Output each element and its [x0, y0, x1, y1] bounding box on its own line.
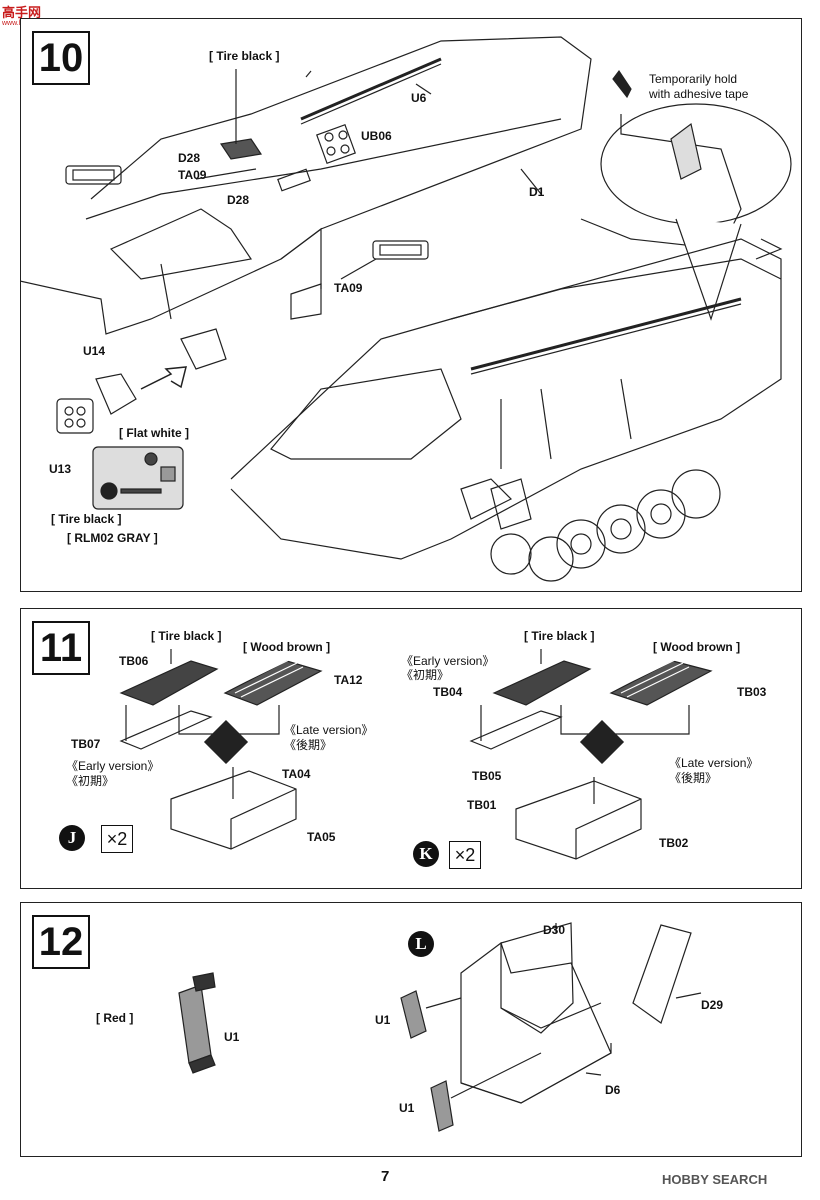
paint-callout: [ Tire black ] — [51, 512, 122, 526]
part-label: TB04 — [433, 685, 463, 699]
part-label: TB02 — [659, 836, 689, 850]
part-label: D28 — [178, 151, 201, 165]
version-label: 《Late version》 — [284, 723, 374, 737]
part-label: U14 — [83, 344, 106, 358]
version-label-cn: 《初期》 — [66, 774, 115, 788]
paint-callout: [ Tire black ] — [151, 629, 222, 643]
step-12-illustration — [178, 922, 702, 1132]
version-label-cn: 《初期》 — [401, 668, 450, 682]
part-label: U1 — [399, 1101, 415, 1115]
part-label: TA09 — [178, 168, 207, 182]
subassembly-badge: K — [413, 841, 439, 867]
paint-callout: [ Red ] — [96, 1011, 134, 1025]
part-label: D28 — [227, 193, 250, 207]
step-11-panel: 11 [ Tire black ] [ Wood brown ] TB06 TA… — [20, 608, 802, 889]
paint-callout: [ Tire black ] — [209, 49, 280, 63]
part-label: UB06 — [361, 129, 392, 143]
tape-note-line-2: with adhesive tape — [649, 87, 749, 101]
version-label: 《Late version》 — [669, 756, 759, 770]
paint-callout: [ Flat white ] — [119, 426, 189, 440]
subassembly-badge: J — [59, 825, 85, 851]
part-label: TA05 — [307, 830, 336, 844]
step-number: 10 — [32, 31, 90, 85]
part-label: D30 — [543, 923, 566, 937]
part-label: TA04 — [282, 767, 311, 781]
paint-callout: [ Tire black ] — [524, 629, 595, 643]
step-number: 12 — [32, 915, 90, 969]
quantity-box: ×2 — [449, 841, 481, 869]
part-label: U6 — [411, 91, 427, 105]
paint-callout: [ Wood brown ] — [243, 640, 331, 654]
part-label: TB07 — [71, 737, 101, 751]
version-label: 《Early version》 — [66, 759, 160, 773]
part-label: TA09 — [334, 281, 363, 295]
step-11-illustration — [119, 649, 713, 860]
part-label: TB06 — [119, 654, 149, 668]
paint-callout: [ Wood brown ] — [653, 640, 741, 654]
watermark: HOBBY SEARCH — [662, 1172, 768, 1187]
version-label: 《Early version》 — [401, 654, 495, 668]
part-label: U13 — [49, 462, 72, 476]
step-10-illustration — [21, 36, 792, 582]
part-label: U1 — [375, 1013, 391, 1027]
part-label: D6 — [605, 1083, 621, 1097]
paint-callout: [ RLM02 GRAY ] — [67, 531, 158, 545]
part-label: TB03 — [737, 685, 767, 699]
page-number: 7 — [381, 1168, 390, 1185]
version-label-cn: 《後期》 — [284, 738, 333, 752]
part-label: D29 — [701, 998, 724, 1012]
part-label: TB01 — [467, 798, 497, 812]
quantity-box: ×2 — [101, 825, 133, 853]
step-number: 11 — [32, 621, 90, 675]
part-label: U1 — [224, 1030, 240, 1044]
step-10-panel: 10 — [20, 18, 802, 592]
part-label: TA12 — [334, 673, 363, 687]
version-label-cn: 《後期》 — [669, 771, 718, 785]
subassembly-badge: L — [408, 931, 434, 957]
tape-note-line-1: Temporarily hold — [649, 72, 738, 86]
part-label: TB05 — [472, 769, 502, 783]
part-label: D1 — [529, 185, 545, 199]
step-12-panel: 12 [ Red ] U1 L D30 U1 D29 D6 U1 — [20, 902, 802, 1157]
logo-text: 高手网 — [2, 5, 42, 20]
